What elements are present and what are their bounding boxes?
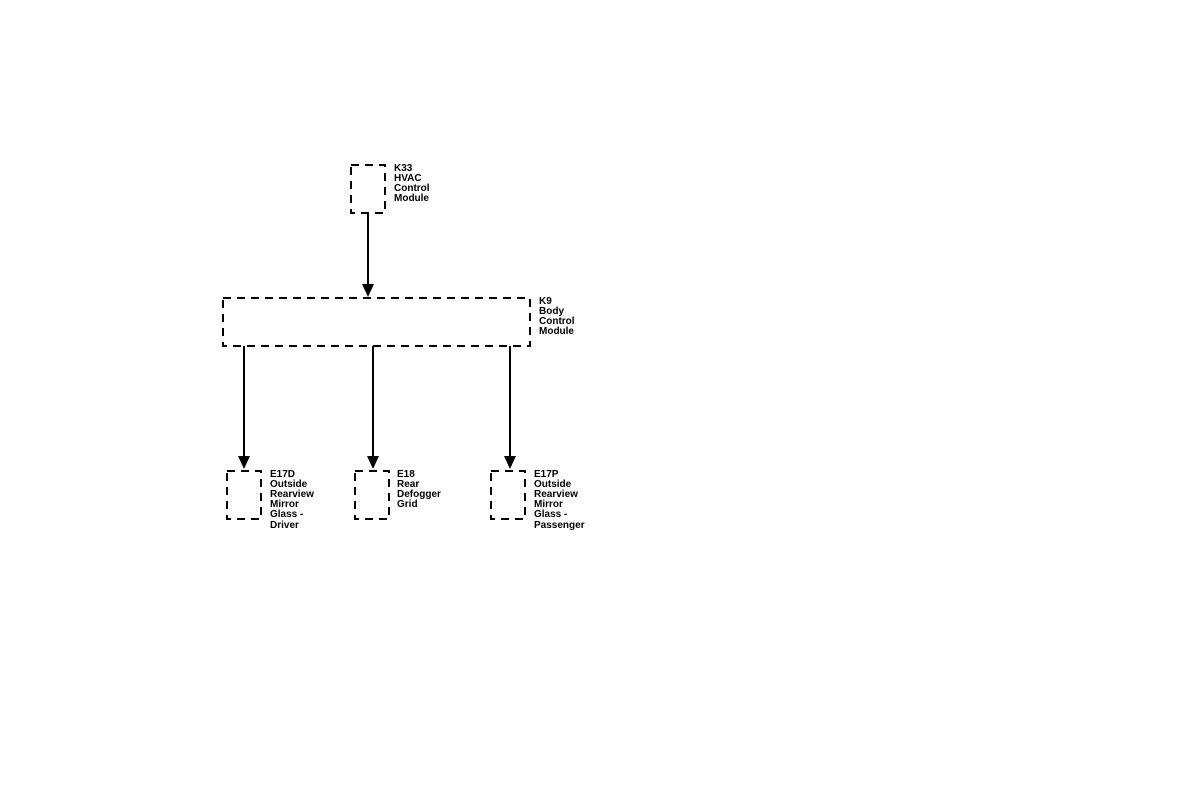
module-e17d-label-line-5: Glass - xyxy=(270,509,303,520)
module-e18-label-line-1: E18 xyxy=(397,469,415,480)
connection-k9-to-e18 xyxy=(367,346,379,469)
arrow-head-icon xyxy=(362,284,374,297)
module-k33-label: K33 HVAC Control Module xyxy=(394,158,434,204)
module-k9-label: K9 Body Control Module xyxy=(539,291,579,337)
module-k9-label-line-4: Module xyxy=(539,326,574,337)
module-e17d-box xyxy=(226,470,262,520)
arrow-head-icon xyxy=(504,456,516,469)
module-k33-label-line-4: Module xyxy=(394,193,429,204)
arrow-head-icon xyxy=(238,456,250,469)
module-e17p-label-line-3: Rearview xyxy=(534,489,578,500)
module-k33-label-line-2: HVAC xyxy=(394,173,422,184)
module-e18-label-line-2: Rear xyxy=(397,479,419,490)
module-e17d-label-line-3: Rearview xyxy=(270,489,314,500)
module-e17d-label-line-2: Outside xyxy=(270,479,308,490)
module-e17p-mirror-glass-passenger: E17P Outside Rearview Mirror Glass - Pas… xyxy=(490,464,585,531)
arrow-head-icon xyxy=(367,456,379,469)
module-e17d-label: E17D Outside Rearview Mirror Glass - Dri… xyxy=(270,464,318,531)
module-e18-box xyxy=(354,470,390,520)
module-e17p-label-line-5: Glass - xyxy=(534,509,567,520)
connection-k9-to-e17d xyxy=(238,346,250,469)
module-e18-rear-defogger-grid: E18 Rear Defogger Grid xyxy=(354,464,445,520)
module-e17d-label-line-1: E17D xyxy=(270,469,295,480)
module-k9-label-line-3: Control xyxy=(539,316,575,327)
module-k9-box xyxy=(222,297,531,347)
module-k33-hvac-control: K33 HVAC Control Module xyxy=(350,158,434,214)
module-e17p-label: E17P Outside Rearview Mirror Glass - Pas… xyxy=(534,464,585,531)
module-e17p-label-line-1: E17P xyxy=(534,469,559,480)
module-e17d-label-line-4: Mirror xyxy=(270,499,299,510)
module-e17p-label-line-2: Outside xyxy=(534,479,572,490)
module-e17d-mirror-glass-driver: E17D Outside Rearview Mirror Glass - Dri… xyxy=(226,464,318,531)
module-e17p-label-line-4: Mirror xyxy=(534,499,563,510)
module-e17p-label-line-6: Passenger xyxy=(534,520,585,531)
module-e17d-label-line-6: Driver xyxy=(270,520,299,531)
module-k33-box xyxy=(350,164,386,214)
module-k33-label-line-1: K33 xyxy=(394,163,413,174)
module-e17p-box xyxy=(490,470,526,520)
connection-k9-to-e17p xyxy=(504,346,516,469)
connection-k33-to-k9 xyxy=(362,213,374,297)
module-k33-label-line-3: Control xyxy=(394,183,430,194)
module-e18-label: E18 Rear Defogger Grid xyxy=(397,464,445,510)
module-e18-label-line-4: Grid xyxy=(397,499,418,510)
module-k9-body-control: K9 Body Control Module xyxy=(222,291,579,347)
module-k9-label-line-2: Body xyxy=(539,306,564,317)
module-k9-label-line-1: K9 xyxy=(539,296,552,307)
module-e18-label-line-3: Defogger xyxy=(397,489,441,500)
